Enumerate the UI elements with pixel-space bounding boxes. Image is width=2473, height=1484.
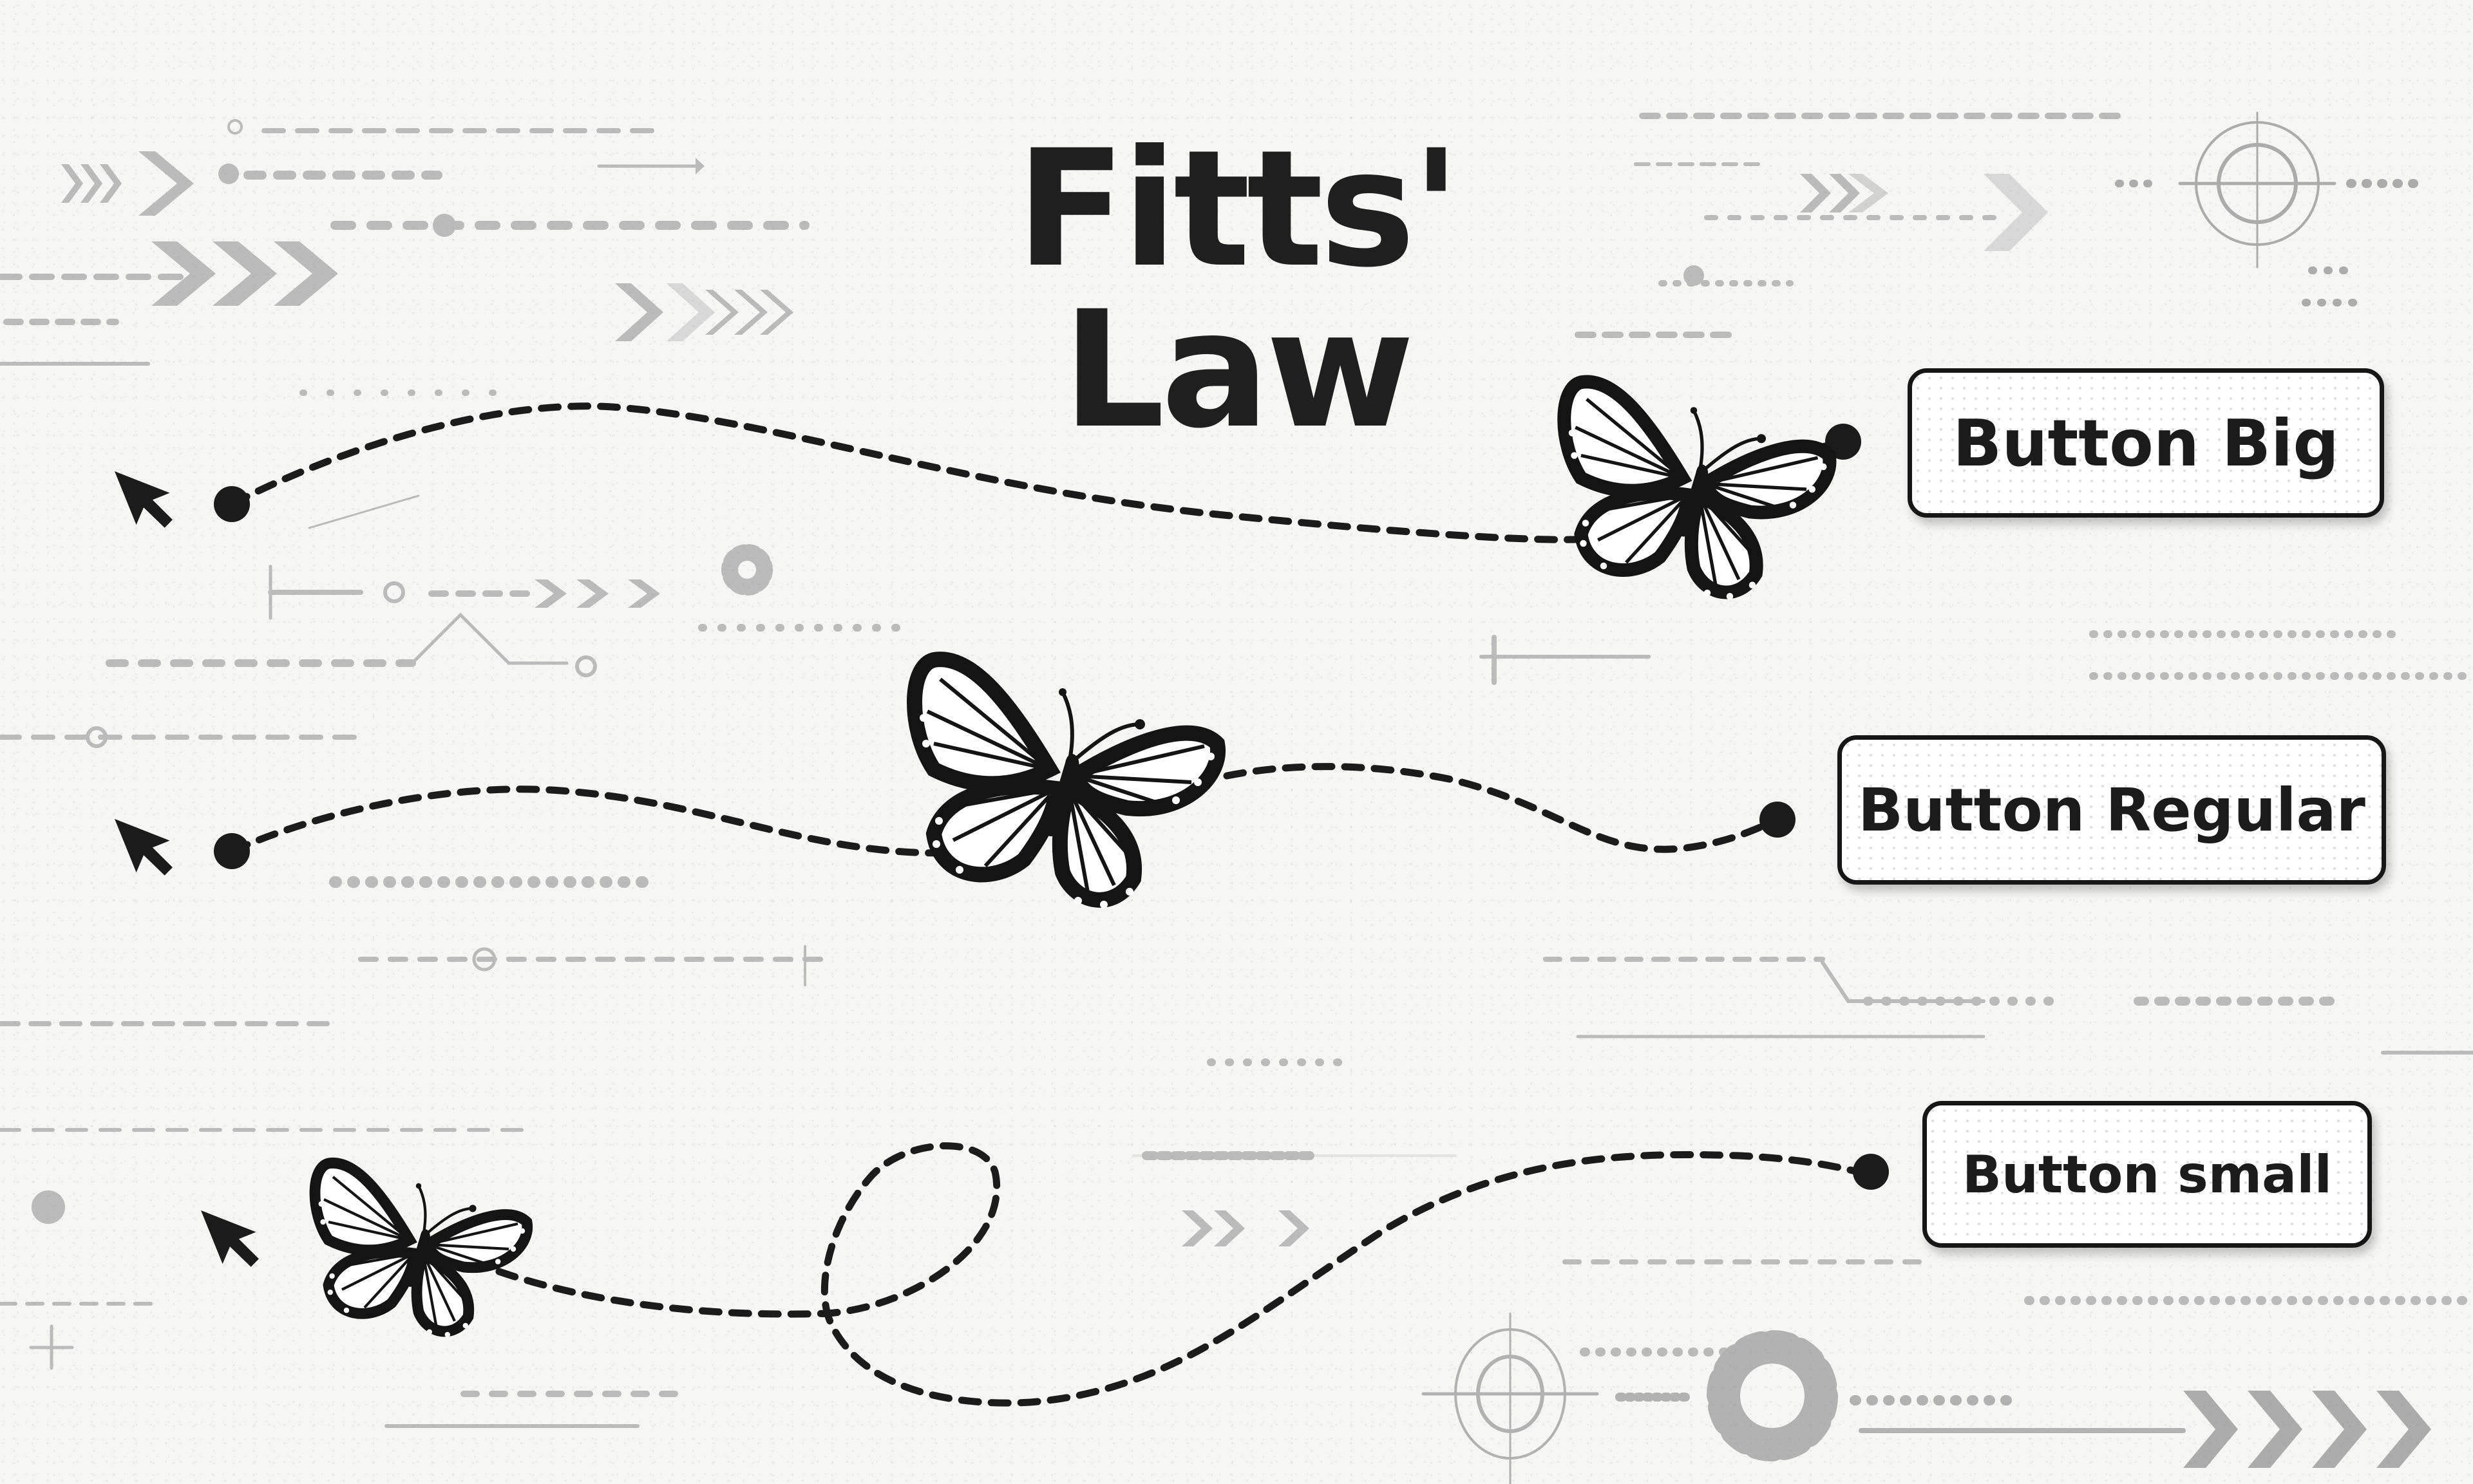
button-big[interactable]: Button Big bbox=[1908, 368, 2384, 518]
arrow-cursor-icon bbox=[115, 803, 182, 885]
butterfly-icon bbox=[1564, 382, 1830, 599]
path-end-dot bbox=[1759, 802, 1796, 838]
button-regular[interactable]: Button Regular bbox=[1837, 735, 2386, 885]
path-end-dot bbox=[1853, 1154, 1889, 1190]
path-to-small-button bbox=[495, 1142, 1862, 1407]
crosshair-icon bbox=[1421, 1312, 1599, 1484]
chevron-right-icon bbox=[2183, 1391, 2431, 1468]
page-title: Fitts' Law bbox=[1016, 115, 1461, 464]
path-start-dot bbox=[214, 486, 250, 522]
gear-icon bbox=[721, 544, 773, 596]
path-end-dot bbox=[1825, 424, 1861, 460]
arrow-cursor-icon bbox=[115, 455, 182, 538]
crosshair-icon bbox=[2178, 111, 2336, 268]
butterfly-icon bbox=[914, 659, 1218, 908]
chevron-right-icon bbox=[1182, 1210, 1309, 1246]
button-small[interactable]: Button small bbox=[1922, 1101, 2372, 1248]
chevron-right-icon bbox=[1800, 174, 2048, 251]
path-to-regular-button bbox=[228, 785, 944, 857]
chevron-right-icon bbox=[535, 579, 660, 608]
chevron-right-icon bbox=[61, 151, 194, 216]
path-start-dot bbox=[214, 833, 250, 869]
path-to-big-button bbox=[228, 402, 1578, 543]
chevron-right-icon bbox=[151, 241, 793, 341]
butterfly-icon bbox=[315, 1163, 527, 1337]
gear-icon bbox=[1707, 1330, 1838, 1461]
arrow-cursor-icon bbox=[201, 1194, 268, 1277]
